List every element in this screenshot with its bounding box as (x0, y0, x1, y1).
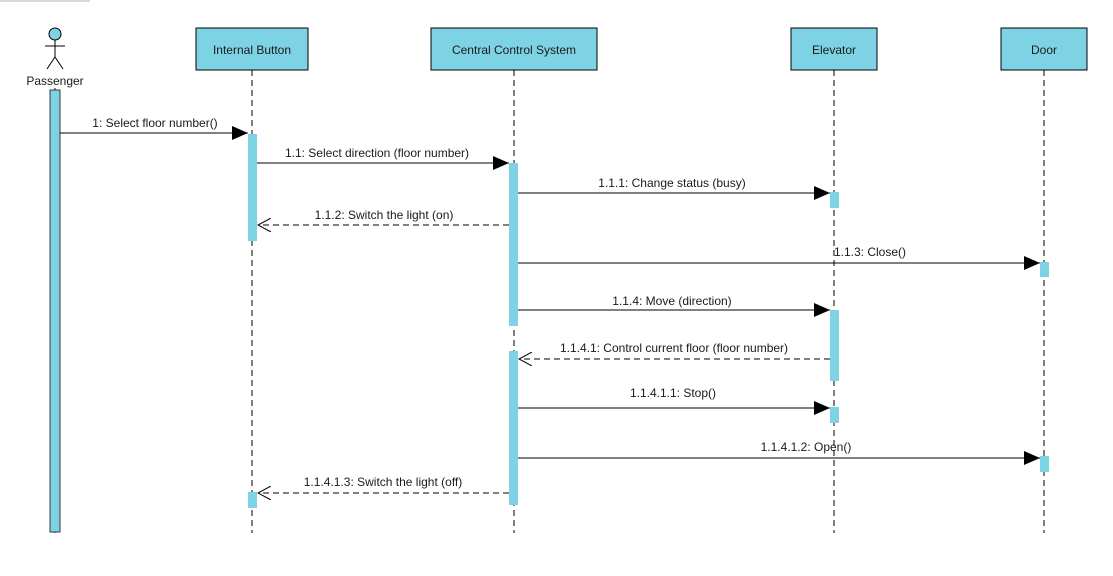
message-label: 1.1.4.1.3: Switch the light (off) (304, 475, 463, 489)
activation-bar-control-system-2 (509, 351, 518, 505)
actor-label: Passenger (26, 74, 83, 88)
activation-bar-control-system-1 (509, 163, 518, 326)
activation-bar-internal-button-1 (248, 134, 257, 241)
message-1-1-4-1-3[interactable]: 1.1.4.1.3: Switch the light (off) (258, 475, 509, 493)
activation-bar-elevator-1 (830, 192, 839, 208)
message-1[interactable]: 1: Select floor number() (60, 116, 248, 140)
message-label: 1: Select floor number() (92, 116, 217, 130)
lifeline-door[interactable]: Door (1000, 27, 1088, 533)
lifeline-internal-button[interactable]: Internal Button (195, 27, 309, 533)
activation-bar-internal-button-2 (248, 492, 257, 508)
lifeline-elevator[interactable]: Elevator (790, 27, 878, 533)
lifeline-central-control-system[interactable]: Central Control System (430, 27, 598, 533)
message-label: 1.1.2: Switch the light (on) (315, 208, 454, 222)
message-label: 1.1.4: Move (direction) (612, 294, 731, 308)
lifeline-label: Internal Button (213, 43, 291, 57)
activation-bar-elevator-3 (830, 407, 839, 423)
top-edge-line (0, 0, 90, 2)
lifeline-label: Central Control System (452, 43, 576, 57)
message-1-1-4-1[interactable]: 1.1.4.1: Control current floor (floor nu… (519, 341, 830, 359)
lifeline-label: Door (1031, 43, 1057, 57)
message-label: 1.1.4.1.2: Open() (761, 440, 852, 454)
lifeline-header (195, 27, 309, 71)
lifeline-label: Elevator (812, 43, 856, 57)
message-1-1-1[interactable]: 1.1.1: Change status (busy) (518, 176, 830, 200)
stick-figure-actor-icon (45, 27, 65, 70)
message-label: 1.1: Select direction (floor number) (285, 146, 469, 160)
message-label: 1.1.4.1: Control current floor (floor nu… (560, 341, 788, 355)
message-1-1-4-1-2[interactable]: 1.1.4.1.2: Open() (518, 440, 1040, 465)
activation-bar-door-2 (1040, 456, 1049, 472)
message-1-1-4[interactable]: 1.1.4: Move (direction) (518, 294, 830, 317)
message-1-1-3[interactable]: 1.1.3: Close() (518, 245, 1040, 270)
lifeline-header (1000, 27, 1088, 71)
activation-bar-elevator-2 (830, 310, 839, 381)
actor-passenger[interactable]: Passenger (26, 27, 84, 88)
message-1-1-2[interactable]: 1.1.2: Switch the light (on) (258, 208, 509, 225)
message-label: 1.1.3: Close() (834, 245, 906, 259)
lifeline-header (790, 27, 878, 71)
message-label: 1.1.4.1.1: Stop() (630, 386, 716, 400)
message-label: 1.1.1: Change status (busy) (598, 176, 745, 190)
activation-bar-door-1 (1040, 262, 1049, 277)
message-1-1-4-1-1[interactable]: 1.1.4.1.1: Stop() (518, 386, 830, 415)
message-1-1[interactable]: 1.1: Select direction (floor number) (257, 146, 509, 170)
actor-activation-bar (49, 89, 61, 533)
